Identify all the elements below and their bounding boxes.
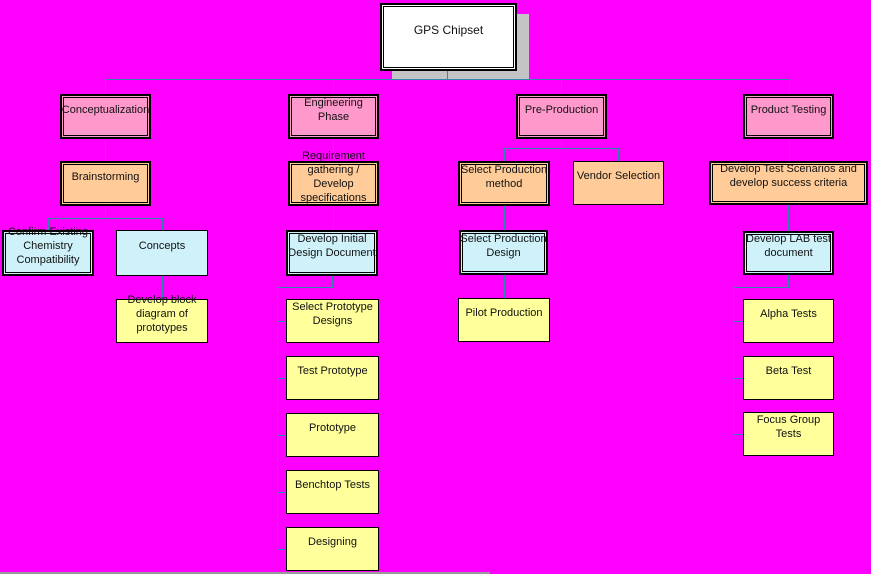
node-label: Vendor Selection	[576, 170, 661, 182]
node-conceptualization[interactable]: Conceptualization	[60, 94, 151, 139]
connector-line	[788, 275, 789, 287]
connector-line	[277, 549, 287, 550]
connector-line	[333, 80, 334, 94]
connector-line	[504, 275, 505, 298]
node-engineering-phase[interactable]: Engineering Phase	[288, 94, 379, 139]
connector-line	[733, 321, 743, 322]
node-designing[interactable]: Designing	[286, 527, 379, 571]
node-label: Designing	[308, 536, 357, 548]
connector-line	[277, 378, 287, 379]
connector-line	[733, 434, 743, 435]
node-label: Develop block diagram of prototypes	[127, 294, 197, 334]
node-label: Confirm Existing Chemistry Compatibility	[7, 226, 89, 266]
node-label: Develop LAB test document	[746, 233, 831, 259]
node-focus-group-tests[interactable]: Focus Group Tests	[743, 412, 834, 456]
node-label: Engineering Phase	[304, 96, 363, 123]
window-bottom-edge	[0, 572, 490, 574]
node-requirement-gathering[interactable]: Requirement gathering / Develop specific…	[288, 150, 379, 206]
connector-line	[733, 288, 734, 435]
connector-line	[277, 435, 287, 436]
node-label: Select Production Design	[460, 232, 547, 259]
node-test-prototype[interactable]: Test Prototype	[286, 356, 379, 400]
node-label: Test Prototype	[297, 365, 368, 377]
node-gps-chipset[interactable]: GPS Chipset	[380, 3, 517, 71]
node-vendor-selection[interactable]: Vendor Selection	[573, 161, 664, 205]
connector-line	[105, 80, 106, 94]
node-develop-initial-design-document[interactable]: Develop Initial Design Document	[286, 230, 378, 276]
connector-line	[618, 149, 619, 161]
connector-line	[504, 148, 619, 149]
connector-line	[789, 80, 790, 94]
connector-line	[504, 149, 505, 161]
connector-line	[48, 219, 49, 231]
node-label: Pre-Production	[524, 103, 599, 116]
node-brainstorming[interactable]: Brainstorming	[60, 161, 151, 206]
connector-line	[789, 139, 790, 161]
connector-line	[561, 139, 562, 149]
node-pilot-production[interactable]: Pilot Production	[458, 298, 550, 342]
node-label: Concepts	[138, 240, 186, 252]
connector-line	[277, 288, 278, 549]
node-label: Select Prototype Designs	[292, 301, 373, 327]
node-label: GPS Chipset	[413, 23, 484, 37]
node-select-production-method[interactable]: Select Production method	[458, 161, 550, 206]
connector-line	[447, 71, 448, 80]
connector-line	[788, 205, 789, 231]
node-label: Alpha Tests	[760, 308, 817, 320]
node-label: Benchtop Tests	[294, 479, 370, 491]
node-develop-lab-test-document[interactable]: Develop LAB test document	[743, 231, 834, 275]
connector-line	[105, 206, 106, 218]
connector-line	[333, 139, 334, 161]
connector-line	[162, 219, 163, 230]
node-alpha-tests[interactable]: Alpha Tests	[743, 299, 834, 343]
connector-line	[332, 276, 333, 287]
connector-line	[162, 276, 163, 299]
connector-line	[504, 206, 505, 230]
node-label: Brainstorming	[71, 170, 140, 183]
node-develop-test-scenarios[interactable]: Develop Test Scenarios and develop succe…	[709, 161, 868, 205]
connector-line	[105, 139, 106, 161]
node-select-production-design[interactable]: Select Production Design	[459, 230, 548, 275]
node-confirm-existing-chemistry[interactable]: Confirm Existing Chemistry Compatibility	[2, 226, 94, 276]
node-label: Develop Test Scenarios and develop succe…	[720, 163, 857, 189]
node-label: Conceptualization	[61, 103, 150, 116]
node-label: Prototype	[308, 422, 357, 434]
node-label: Focus Group Tests	[756, 414, 821, 440]
node-label: Beta Test	[765, 365, 812, 377]
node-product-testing[interactable]: Product Testing	[743, 94, 834, 139]
connector-line	[277, 321, 287, 322]
connector-line	[48, 218, 163, 219]
connector-line	[277, 287, 333, 288]
connector-line	[561, 80, 562, 94]
node-pre-production[interactable]: Pre-Production	[516, 94, 607, 139]
node-label: Requirement gathering / Develop specific…	[300, 149, 367, 204]
connector-line	[733, 378, 743, 379]
node-select-prototype-designs[interactable]: Select Prototype Designs	[286, 299, 379, 343]
node-prototype[interactable]: Prototype	[286, 413, 379, 457]
node-develop-block-diagram[interactable]: Develop block diagram of prototypes	[116, 294, 208, 343]
node-label: Select Production method	[460, 163, 548, 190]
connector-line	[277, 492, 287, 493]
node-concepts[interactable]: Concepts	[116, 230, 208, 276]
node-label: Develop Initial Design Document	[288, 233, 376, 259]
node-label: Product Testing	[750, 103, 827, 116]
connector-line	[333, 206, 334, 230]
node-beta-test[interactable]: Beta Test	[743, 356, 834, 400]
connector-line	[105, 79, 790, 80]
node-label: Pilot Production	[465, 307, 543, 319]
node-benchtop-tests[interactable]: Benchtop Tests	[286, 470, 379, 514]
connector-line	[733, 287, 789, 288]
